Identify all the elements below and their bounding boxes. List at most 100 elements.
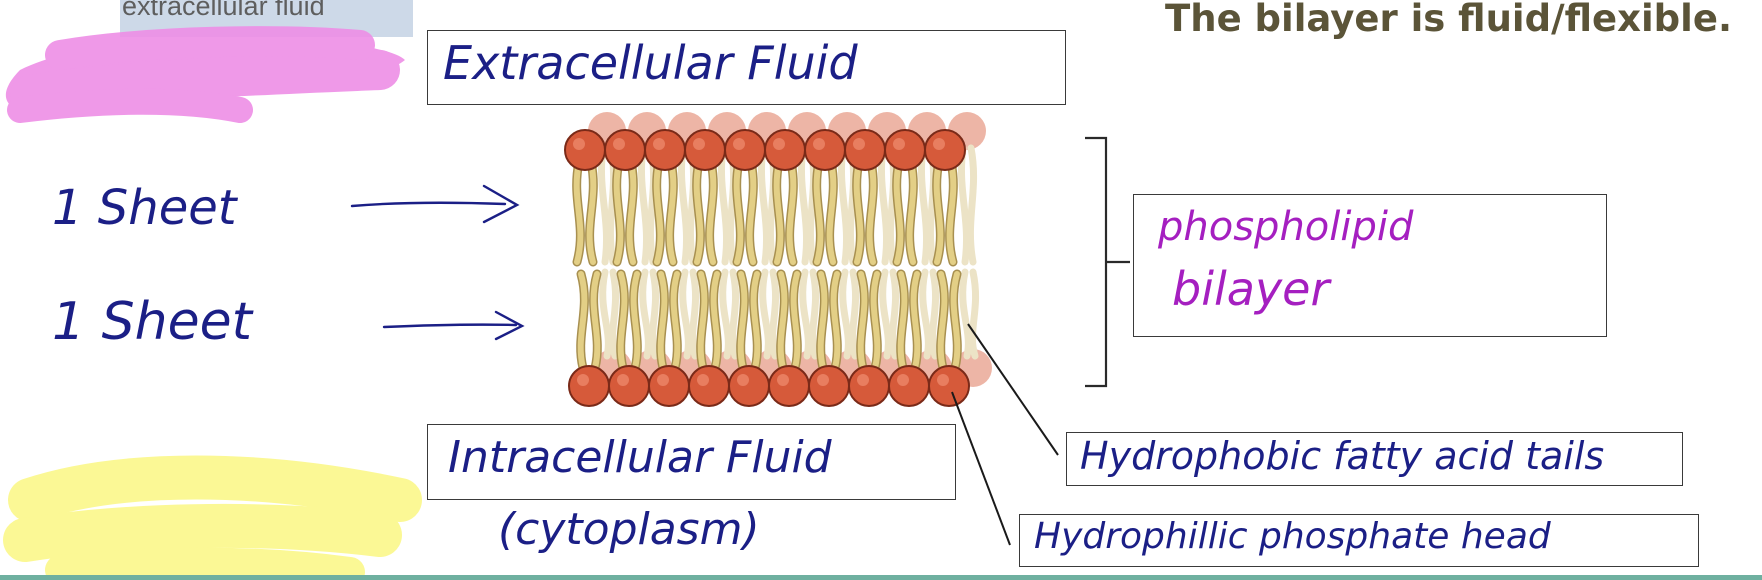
lipid-tail (813, 159, 824, 265)
lipid-tail (817, 271, 828, 371)
lipid-head-shine (813, 138, 825, 150)
top-label-text: extracellular fluid (122, 0, 325, 21)
lipid-tail (626, 159, 637, 265)
lipid-tail-back (959, 268, 972, 360)
lipid-head-top (684, 129, 726, 171)
bilayer-label-line2: bilayer (1172, 262, 1330, 316)
lipid-head-shine (577, 374, 589, 386)
lipid-tail (657, 271, 668, 371)
lipid-tail (693, 159, 704, 265)
intracellular-box (427, 424, 956, 500)
slide-heading: The bilayer is fluid/flexible. (1165, 0, 1732, 40)
lipid-head-shine (937, 374, 949, 386)
lipid-head-top (764, 129, 806, 171)
lipid-tail (666, 159, 677, 265)
sheet-top-label: 1 Sheet (52, 180, 237, 236)
lipid-head-bottom (808, 365, 850, 407)
lipid-tail-back (688, 268, 700, 360)
lipid-bilayer-illustration (564, 112, 992, 407)
lipid-tail-back (888, 268, 900, 360)
lipid-head-shine (897, 374, 909, 386)
lipid-head-top (644, 129, 686, 171)
lipid-tail-back (599, 268, 612, 360)
lipid-tail (630, 271, 641, 371)
lipid-tail-back (919, 268, 932, 360)
extracellular-box (427, 30, 1066, 105)
lipid-head-shine (773, 138, 785, 150)
lipid-tail-back (679, 268, 692, 360)
lipid-tail (893, 159, 904, 265)
lipid-tail-back (808, 268, 820, 360)
lipid-tail (826, 159, 837, 265)
lipid-head-top (804, 129, 846, 171)
lipid-tail (737, 271, 748, 371)
lipid-tail-back (719, 268, 732, 360)
lipid-tail-back (677, 144, 691, 266)
lipid-tail-back (608, 268, 620, 360)
lipid-head-bottom (688, 365, 730, 407)
lipid-tail (933, 159, 944, 265)
lipid-tail (653, 159, 664, 265)
lipid-tail (777, 271, 788, 371)
lipid-tail (577, 271, 588, 371)
lipid-tail-back (768, 268, 780, 360)
lipid-head-shine (617, 374, 629, 386)
lipid-tail-back (877, 144, 891, 266)
lipid-head-shine (857, 374, 869, 386)
lipid-tail-back (597, 144, 611, 266)
lipid-tail-back (968, 268, 980, 360)
lipid-tail-back (639, 268, 652, 360)
lipid-tail (897, 271, 908, 371)
lipid-head-bottom (928, 365, 970, 407)
head-box (1019, 514, 1699, 567)
lipid-tail (733, 159, 744, 265)
lipid-head-shine (737, 374, 749, 386)
lipid-tail (670, 271, 681, 371)
lipid-tail (866, 159, 877, 265)
lipid-head-shine (573, 138, 585, 150)
lipid-tail-back (799, 268, 812, 360)
lipid-head-bottom (888, 365, 930, 407)
lipid-tail (906, 159, 917, 265)
lipid-head-shine (653, 138, 665, 150)
lipid-tail (853, 159, 864, 265)
arrow-sheet-top (350, 184, 520, 224)
lipid-tail (710, 271, 721, 371)
tails-box (1066, 432, 1683, 486)
lipid-head-shine (817, 374, 829, 386)
arrow-sheet-bottom (382, 310, 525, 341)
lipid-tail (773, 159, 784, 265)
lipid-tail-back (839, 268, 852, 360)
lipid-tail (586, 159, 597, 265)
lipid-head-bottom (848, 365, 890, 407)
lipid-tail-back (757, 144, 771, 266)
lipid-tail (790, 271, 801, 371)
lipid-head-top (604, 129, 646, 171)
lipid-head-shine (657, 374, 669, 386)
lipid-head-shine (693, 138, 705, 150)
lipid-tail (910, 271, 921, 371)
head-leader-line (951, 391, 1011, 546)
intracellular-label: Intracellular Fluid (448, 432, 832, 483)
lipid-tail-back (717, 144, 731, 266)
sheet-bottom-label: 1 Sheet (52, 292, 252, 352)
lipid-tail (750, 271, 761, 371)
lipid-tail (946, 159, 957, 265)
cytoplasm-label: (cytoplasm) (498, 504, 760, 555)
lipid-head-shine (777, 374, 789, 386)
lipid-tail-back (648, 268, 660, 360)
lipid-tail-back (797, 144, 811, 266)
lipid-head-top (844, 129, 886, 171)
yellow-highlight-scribble (3, 455, 422, 580)
lipid-head-shine (613, 138, 625, 150)
lipid-head-top (884, 129, 926, 171)
lipid-tail-back (728, 268, 740, 360)
tails-label: Hydrophobic fatty acid tails (1080, 434, 1605, 478)
bilayer-box (1133, 194, 1607, 337)
lipid-tail-back (917, 144, 931, 266)
lipid-head-shine (733, 138, 745, 150)
lipid-tail (617, 271, 628, 371)
lipid-head-top (724, 129, 766, 171)
lipid-tail (697, 271, 708, 371)
